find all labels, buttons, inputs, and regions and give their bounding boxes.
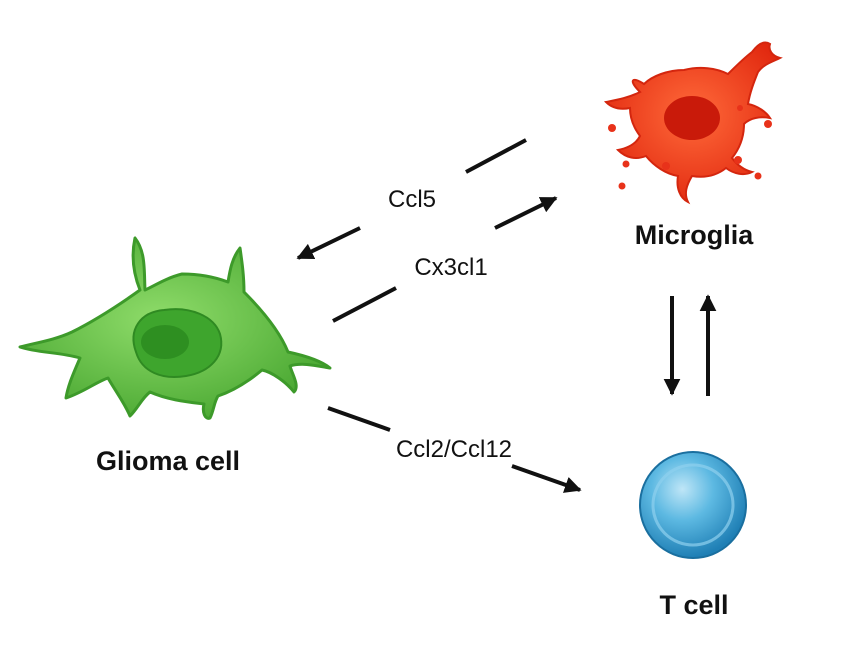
microglia-cell-nucleus <box>664 96 720 140</box>
edge-cx3cl1-label: Cx3cl1 <box>414 254 487 281</box>
edge-cx3cl1-arrow <box>494 196 558 230</box>
edge-ccl2-line-left <box>327 406 391 432</box>
edge-ccl2 <box>327 406 582 493</box>
edge-ccl5-line-upper <box>465 138 527 174</box>
glioma-cell-label: Glioma cell <box>96 446 240 476</box>
t-cell-body <box>639 451 747 559</box>
microglia-granule <box>662 162 670 170</box>
microglia-granule <box>764 120 772 128</box>
microglia-granule <box>754 172 762 180</box>
microglia-label: Microglia <box>635 220 755 250</box>
microglia-granule <box>734 156 742 164</box>
glioma-cell <box>18 236 332 420</box>
edge-cx3cl1-line-lower <box>332 286 397 323</box>
t-cell <box>639 451 747 559</box>
edge-ccl2-label: Ccl2/Ccl12 <box>396 436 512 463</box>
t-cell-label: T cell <box>659 590 728 620</box>
edge-ccl5 <box>296 138 527 260</box>
microglia-granule <box>622 160 630 168</box>
microglia-granule <box>737 105 743 111</box>
edge-ccl5-arrow <box>296 226 361 260</box>
microglia-granule <box>608 124 616 132</box>
microglia-cell <box>603 41 783 205</box>
microglia-granule <box>618 182 626 190</box>
edge-ccl2-arrow <box>511 464 582 493</box>
glioma-cell-nucleolus <box>141 325 189 359</box>
t-cell-nucleus <box>651 463 735 547</box>
edge-ccl5-label: Ccl5 <box>388 186 436 213</box>
edge-cx3cl1 <box>332 196 558 323</box>
